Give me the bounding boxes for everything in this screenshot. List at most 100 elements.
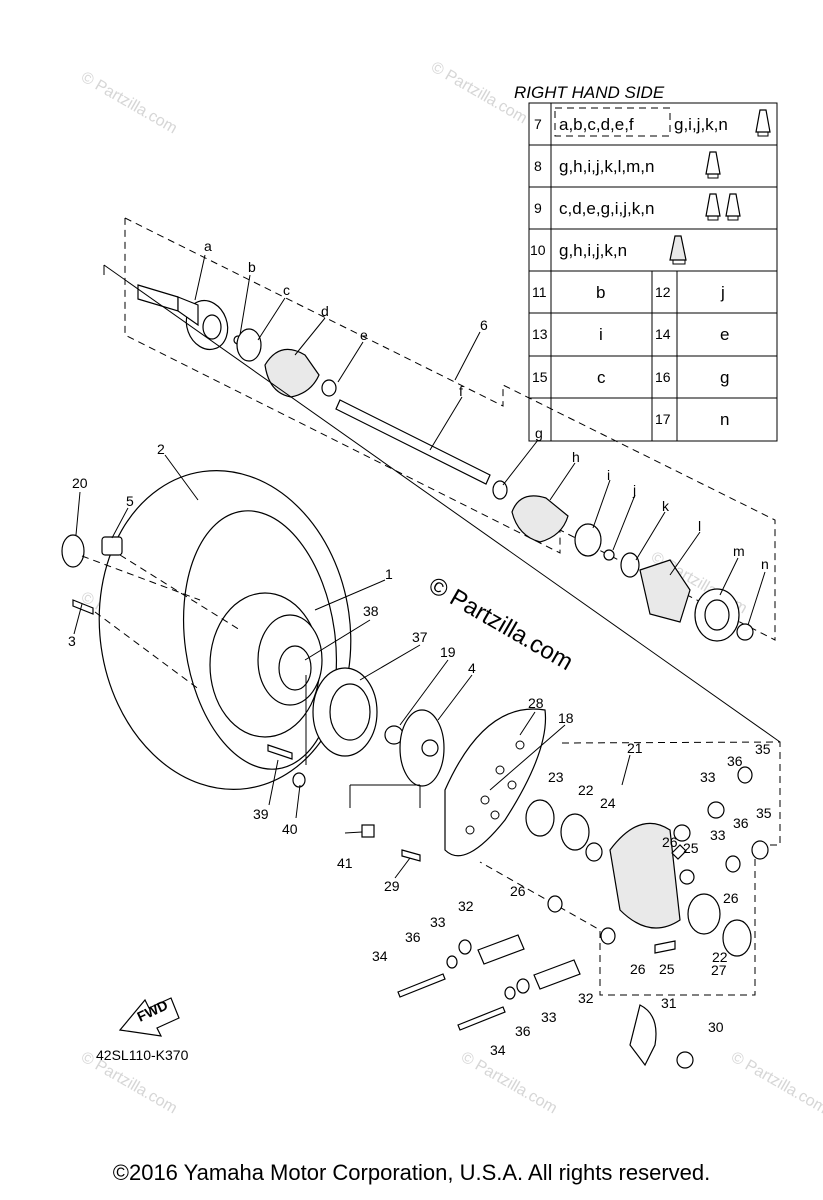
callout: 21 bbox=[627, 740, 643, 756]
grease-nipple bbox=[671, 844, 687, 860]
callout: 34 bbox=[490, 1042, 506, 1058]
bearing bbox=[687, 893, 721, 935]
row-number: 11 bbox=[532, 284, 547, 300]
row-codes: g,h,i,j,k,n bbox=[559, 241, 627, 260]
callout: 37 bbox=[412, 629, 428, 645]
callout: 2 bbox=[157, 441, 165, 457]
valve-assembly bbox=[61, 534, 241, 691]
callout: 39 bbox=[253, 806, 269, 822]
leader-lines bbox=[73, 254, 766, 879]
cv-joint-outer bbox=[137, 284, 229, 351]
row-code: j bbox=[720, 283, 725, 302]
row-codes: a,b,c,d,e,f bbox=[559, 115, 634, 134]
wheel-and-tire bbox=[98, 470, 352, 790]
grease-tube-icon bbox=[705, 151, 721, 179]
grease-tube-icon bbox=[755, 109, 771, 137]
row-code: c bbox=[597, 368, 606, 387]
callout: 22 bbox=[712, 949, 728, 965]
washer bbox=[458, 939, 472, 955]
bearing bbox=[560, 813, 590, 851]
callout: 35 bbox=[755, 741, 771, 757]
callout: 31 bbox=[661, 995, 677, 1011]
callout: 22 bbox=[578, 782, 594, 798]
row-codes: c,d,e,g,i,j,k,n bbox=[559, 199, 654, 218]
row-number: 16 bbox=[655, 369, 671, 385]
row-code: i bbox=[599, 325, 603, 344]
callout: d bbox=[321, 303, 329, 319]
row-number: 13 bbox=[532, 326, 548, 342]
callout: 5 bbox=[126, 493, 134, 509]
circlip bbox=[620, 552, 640, 578]
row-number: 17 bbox=[655, 411, 671, 427]
callout: 33 bbox=[430, 914, 446, 930]
callout: 36 bbox=[515, 1023, 531, 1039]
callout: k bbox=[662, 498, 670, 514]
watermark: © Partzilla.com bbox=[78, 69, 180, 138]
bolt bbox=[401, 849, 421, 862]
callout: 26 bbox=[510, 883, 526, 899]
watermark: © Partzilla.com bbox=[424, 572, 578, 676]
boot-band bbox=[574, 523, 602, 557]
o-ring bbox=[736, 623, 754, 641]
callout: 41 bbox=[337, 855, 353, 871]
callout: h bbox=[572, 449, 580, 465]
callout: 36 bbox=[405, 929, 421, 945]
washer bbox=[446, 955, 458, 969]
row-codes: g,i,j,k,n bbox=[674, 115, 728, 134]
callout: 40 bbox=[282, 821, 298, 837]
callout: 32 bbox=[578, 990, 594, 1006]
drive-shaft bbox=[335, 399, 491, 485]
callout: 35 bbox=[756, 805, 772, 821]
callout: 28 bbox=[528, 695, 544, 711]
grease-nipple bbox=[654, 940, 676, 954]
collar bbox=[533, 959, 581, 990]
callout: g bbox=[535, 425, 543, 441]
copyright-notice: ©2016 Yamaha Motor Corporation, U.S.A. A… bbox=[112, 1160, 711, 1185]
bracket bbox=[629, 1004, 657, 1067]
washer bbox=[504, 986, 516, 1000]
bolt bbox=[397, 973, 446, 998]
callout: 18 bbox=[558, 710, 574, 726]
callout: 23 bbox=[548, 769, 564, 785]
row-number: 8 bbox=[534, 158, 542, 174]
row-number: 10 bbox=[530, 242, 546, 258]
grease-tube-icon bbox=[669, 235, 687, 265]
callout: 26 bbox=[630, 961, 646, 977]
callout: 20 bbox=[72, 475, 88, 491]
callout: m bbox=[733, 543, 745, 559]
washer bbox=[516, 978, 530, 994]
callouts: a b c d e f g h i j k l m n 6 2 20 5 3 1… bbox=[68, 238, 772, 1058]
callout: c bbox=[283, 282, 290, 298]
callout: j bbox=[632, 482, 636, 498]
grease-tube-icon bbox=[705, 193, 721, 221]
row-codes: g,h,i,j,k,l,m,n bbox=[559, 157, 654, 176]
callout: 3 bbox=[68, 633, 76, 649]
callout: 24 bbox=[600, 795, 616, 811]
boot bbox=[264, 348, 320, 398]
callout: b bbox=[248, 259, 256, 275]
callout: 36 bbox=[733, 815, 749, 831]
callout: i bbox=[607, 467, 610, 483]
bolt bbox=[267, 744, 293, 760]
callout: 32 bbox=[458, 898, 474, 914]
callout: f bbox=[459, 383, 463, 399]
callout: 27 bbox=[711, 962, 727, 978]
boot bbox=[511, 495, 569, 543]
callout: 33 bbox=[700, 769, 716, 785]
valve-cap bbox=[101, 536, 123, 556]
callout: 26 bbox=[723, 890, 739, 906]
callout: 26 bbox=[662, 834, 678, 850]
callout: 30 bbox=[708, 1019, 724, 1035]
bearing bbox=[525, 799, 555, 837]
row-number: 12 bbox=[655, 284, 671, 300]
brake-disc bbox=[444, 708, 547, 857]
callout: 4 bbox=[468, 660, 476, 676]
callout: 29 bbox=[384, 878, 400, 894]
callout: 34 bbox=[372, 948, 388, 964]
rhs-table: RIGHT HAND SIDE 7 a,b,c,d,e,f g,i,j,k,n … bbox=[514, 83, 778, 442]
row-code: n bbox=[720, 410, 729, 429]
callout: 33 bbox=[710, 827, 726, 843]
row-code: e bbox=[720, 325, 729, 344]
drive-shaft-group bbox=[124, 217, 776, 642]
